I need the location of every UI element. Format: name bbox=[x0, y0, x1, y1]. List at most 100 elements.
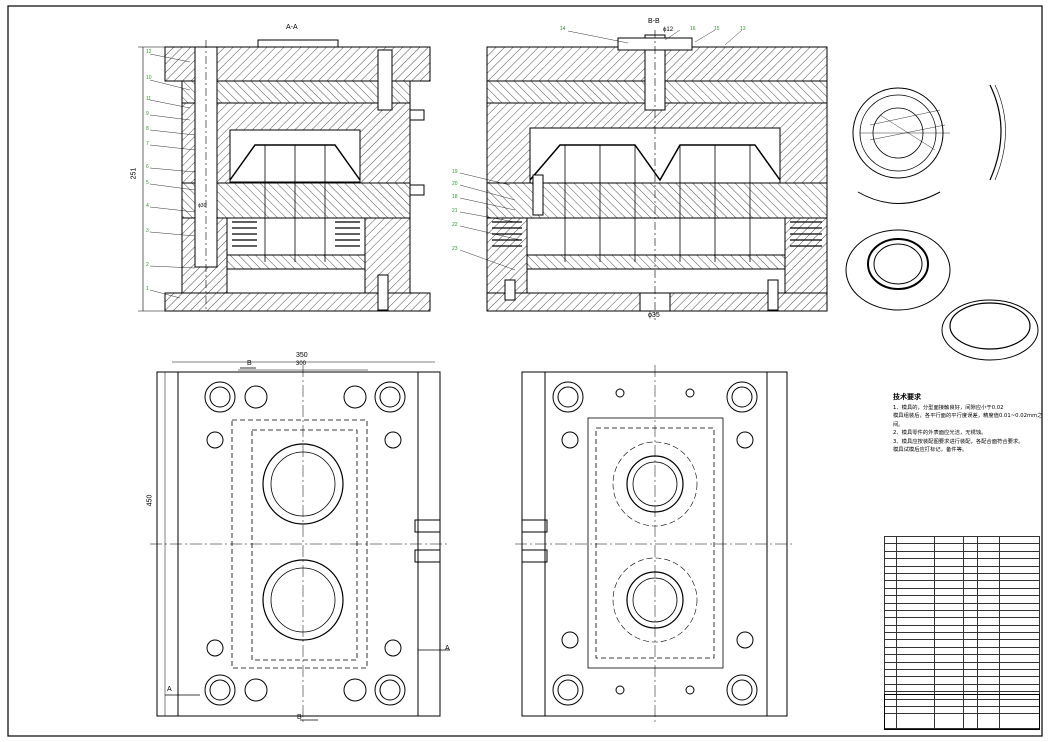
bom-cell bbox=[976, 558, 1001, 567]
bom-cell bbox=[895, 639, 935, 648]
bom-cell bbox=[999, 624, 1040, 634]
bom-row bbox=[884, 595, 1040, 604]
bom-cell bbox=[963, 602, 978, 611]
dimension-450: 450 bbox=[146, 494, 154, 507]
bom-cell bbox=[976, 624, 1001, 634]
bom-cell bbox=[933, 654, 965, 663]
bom-cell bbox=[884, 683, 897, 693]
bom-cell bbox=[895, 654, 935, 663]
sheet-border bbox=[7, 5, 1043, 737]
bom-cell bbox=[895, 683, 935, 693]
bom-cell bbox=[963, 646, 978, 656]
technical-requirements-title: 技术要求 bbox=[893, 393, 921, 401]
part-number: 22 bbox=[452, 222, 458, 228]
bom-cell bbox=[884, 609, 897, 619]
bom-cell bbox=[999, 654, 1040, 663]
bom-cell bbox=[999, 580, 1040, 589]
part-number: 3 bbox=[146, 228, 149, 234]
technical-requirements: 技术要求 1、模具的，分型面接触良好，间隙应小于0.02 模具组装后，各平行面的… bbox=[893, 393, 1043, 455]
bom-cell bbox=[933, 639, 965, 648]
bom-cell bbox=[895, 632, 935, 641]
dimension-251: 251 bbox=[130, 167, 138, 180]
bom-cell bbox=[976, 550, 1001, 560]
bom-cell bbox=[963, 669, 978, 678]
bom-cell bbox=[963, 609, 978, 619]
bom-row bbox=[884, 632, 1040, 641]
bom-cell bbox=[976, 565, 1001, 574]
bom-row bbox=[884, 661, 1040, 671]
bom-cell bbox=[895, 550, 935, 560]
bom-cell bbox=[999, 565, 1040, 574]
bom-cell bbox=[884, 587, 897, 597]
bom-cell bbox=[976, 713, 1001, 730]
bom-cell bbox=[999, 587, 1040, 597]
bom-cell bbox=[963, 624, 978, 634]
part-number: 19 bbox=[452, 169, 458, 175]
part-number: 15 bbox=[714, 26, 720, 32]
bom-cell bbox=[933, 646, 965, 656]
bom-cell bbox=[999, 632, 1040, 641]
bom-cell bbox=[976, 587, 1001, 597]
part-number: 14 bbox=[560, 26, 566, 32]
bom-cell bbox=[933, 713, 965, 730]
bom-cell bbox=[963, 639, 978, 648]
tech-line: 1、模具的，分型面接触良好，间隙应小于0.02 bbox=[893, 404, 1004, 411]
cut-label-a-right: A bbox=[445, 645, 450, 652]
bom-cell bbox=[976, 572, 1001, 582]
part-number: 8 bbox=[146, 126, 149, 132]
bom-row bbox=[884, 617, 1040, 626]
bom-cell bbox=[963, 683, 978, 693]
bom-cell bbox=[895, 565, 935, 574]
bom-cell bbox=[976, 683, 1001, 693]
bom-cell bbox=[999, 646, 1040, 656]
dimension-dia-30: ϕ30 bbox=[198, 203, 207, 209]
bom-cell bbox=[963, 580, 978, 589]
title-block bbox=[884, 694, 1040, 730]
bom-cell bbox=[963, 550, 978, 560]
tech-line: 2、模具零件的外表面应光洁，无锈蚀。 bbox=[893, 430, 987, 436]
tech-line: 3、模具应按装配图要求进行装配，各配合面符合要求。 bbox=[893, 438, 1024, 445]
bom-cell bbox=[933, 587, 965, 597]
bom-cell bbox=[999, 609, 1040, 619]
bom-cell bbox=[884, 595, 897, 604]
bom-cell bbox=[895, 617, 935, 626]
bom-row bbox=[884, 676, 1040, 685]
section-aa-view bbox=[138, 39, 431, 312]
part-number: 1 bbox=[146, 286, 149, 292]
section-aa-label: A-A bbox=[286, 24, 298, 31]
bom-cell bbox=[933, 565, 965, 574]
bom-cell bbox=[895, 587, 935, 597]
bill-of-materials-table bbox=[884, 535, 1040, 730]
bom-row bbox=[884, 602, 1040, 611]
bom-cell bbox=[933, 602, 965, 611]
bom-cell bbox=[976, 669, 1001, 678]
part-number: 11 bbox=[146, 96, 152, 102]
section-bb-view bbox=[459, 29, 828, 320]
dimension-300: 300 bbox=[296, 361, 307, 367]
part-number: 10 bbox=[146, 75, 152, 81]
bom-cell bbox=[963, 587, 978, 597]
bom-cell bbox=[963, 565, 978, 574]
bom-cell bbox=[963, 632, 978, 641]
bom-row bbox=[884, 713, 1040, 730]
bom-row bbox=[884, 580, 1040, 589]
bom-cell bbox=[933, 617, 965, 626]
bom-cell bbox=[999, 683, 1040, 693]
bom-row bbox=[884, 624, 1040, 634]
bom-row bbox=[884, 558, 1040, 567]
bom-cell bbox=[963, 535, 978, 545]
bom-cell bbox=[933, 595, 965, 604]
bom-cell bbox=[895, 609, 935, 619]
bom-cell bbox=[999, 661, 1040, 671]
bom-cell bbox=[933, 661, 965, 671]
bom-row bbox=[884, 572, 1040, 582]
bom-cell bbox=[999, 572, 1040, 582]
part-number: 23 bbox=[452, 246, 458, 252]
bom-cell bbox=[999, 550, 1040, 560]
bom-cell bbox=[976, 617, 1001, 626]
bom-row bbox=[884, 535, 1040, 545]
bom-cell bbox=[963, 558, 978, 567]
bom-cell bbox=[999, 543, 1040, 552]
bom-row bbox=[884, 646, 1040, 656]
